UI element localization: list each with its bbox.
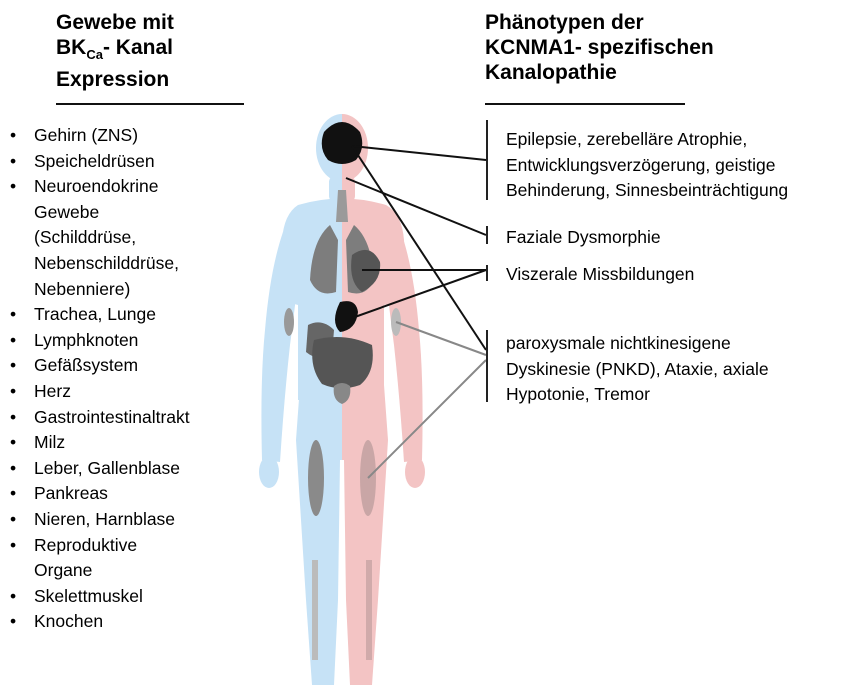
leg-muscle-icon (308, 440, 324, 516)
thyroid-icon (336, 190, 348, 222)
phenotype-bracket (486, 226, 488, 244)
phenotype-line: paroxysmale nichtkinesigene (506, 331, 769, 357)
phenotype-bracket (486, 330, 488, 402)
phenotype-line: Viszerale Missbildungen (506, 262, 694, 288)
bone-icon (312, 560, 318, 660)
phenotype-facial: Faziale Dysmorphie (506, 225, 661, 251)
phenotype-line: Behinderung, Sinnesbeinträchtigung (506, 178, 788, 204)
phenotype-movement: paroxysmale nichtkinesigene Dyskinesie (… (506, 331, 769, 408)
connector-brain-neuro (352, 146, 486, 160)
phenotype-line: Epilepsie, zerebelläre Atrophie, (506, 127, 788, 153)
phenotype-bracket (486, 120, 488, 200)
bone-icon (366, 560, 372, 660)
phenotype-visceral: Viszerale Missbildungen (506, 262, 694, 288)
phenotype-neurological: Epilepsie, zerebelläre Atrophie, Entwick… (506, 127, 788, 204)
intestine-icon (312, 337, 373, 388)
phenotype-line: Entwicklungsverzögerung, geistige (506, 153, 788, 179)
phenotype-line: Hypotonie, Tremor (506, 382, 769, 408)
phenotype-bracket (486, 265, 488, 281)
arm-muscle-icon (284, 308, 294, 336)
brain-icon (322, 122, 363, 164)
phenotype-line: Faziale Dysmorphie (506, 225, 661, 251)
phenotype-line: Dyskinesie (PNKD), Ataxie, axiale (506, 357, 769, 383)
